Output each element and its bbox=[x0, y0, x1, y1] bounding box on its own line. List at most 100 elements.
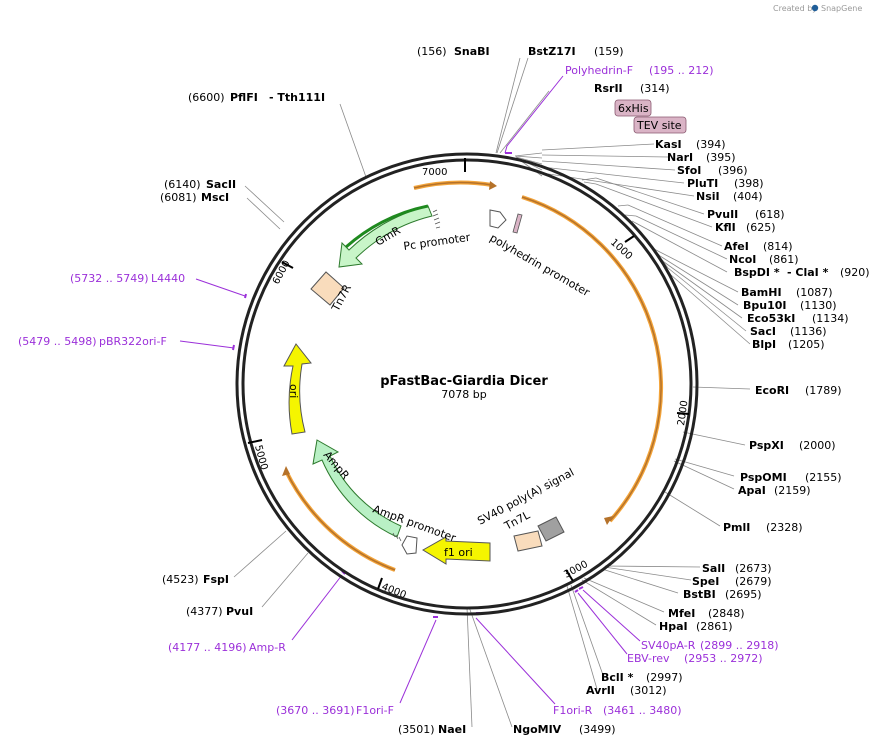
gmr-arrow bbox=[338, 205, 433, 268]
tick-mark-2000 bbox=[676, 412, 690, 415]
fspi-name: FspI bbox=[203, 573, 229, 586]
ori-label: ori bbox=[287, 384, 300, 398]
avrii-name: AvrII bbox=[586, 684, 615, 697]
ngomiv-pos: (3499) bbox=[579, 723, 616, 736]
tick-mark-5000 bbox=[247, 439, 263, 444]
sfoi-name: SfoI bbox=[677, 164, 701, 177]
tick-label-2000: 2000 bbox=[676, 400, 690, 427]
polyhedrin-promoter-arrow bbox=[489, 209, 507, 229]
sacii-name: SacII bbox=[206, 178, 236, 191]
blpi-name: BlpI bbox=[752, 338, 776, 351]
leader-lines bbox=[233, 57, 751, 728]
ebv-rev-pos: (2953 .. 2972) bbox=[684, 652, 763, 665]
plasmid-backbone bbox=[235, 152, 699, 616]
plasmid-size: 7078 bp bbox=[441, 388, 486, 401]
leader-line bbox=[514, 155, 543, 159]
polyhedrin-promoter-label: polyhedrin promoter bbox=[488, 231, 593, 299]
leader-line bbox=[583, 181, 597, 185]
ampr-promoter-arrow bbox=[401, 535, 418, 555]
leader-line bbox=[233, 530, 287, 578]
tev-site-label: TEV site bbox=[636, 119, 682, 132]
l4440-pos: (5732 .. 5749) bbox=[70, 272, 149, 285]
kasi-pos: (394) bbox=[696, 138, 726, 151]
leader-line bbox=[601, 568, 679, 594]
his-tag-label: 6xHis bbox=[618, 102, 649, 115]
leader-line bbox=[496, 57, 529, 154]
bcli-name: BclI * bbox=[601, 671, 634, 684]
nsii-pos: (404) bbox=[733, 190, 763, 203]
mfei-pos: (2848) bbox=[708, 607, 745, 620]
kfli-name: KflI bbox=[715, 221, 736, 234]
primer-marker bbox=[244, 293, 247, 299]
leader-line bbox=[627, 204, 723, 247]
f1ori-f-name: F1ori-F bbox=[356, 704, 394, 717]
primer-marker bbox=[578, 586, 584, 590]
leader-line bbox=[581, 177, 597, 181]
leader-line bbox=[595, 183, 713, 228]
sv40-box bbox=[537, 516, 565, 542]
clai-name: - ClaI * bbox=[787, 266, 829, 279]
orf-band-main bbox=[521, 195, 664, 523]
orf-band-ampr-line bbox=[285, 470, 396, 571]
site-labels: (156) SnaBI BstZ17I (159) Polyhedrin-F (… bbox=[18, 45, 870, 736]
leader-line bbox=[566, 585, 598, 690]
primer-marker bbox=[574, 589, 579, 593]
tev-site-box bbox=[633, 116, 687, 134]
plasmid-name: pFastBac-Giardia Dicer bbox=[380, 374, 548, 389]
bspdi-pos: (920) bbox=[840, 266, 870, 279]
leader-line bbox=[624, 214, 637, 217]
leader-line bbox=[581, 579, 657, 626]
leader-line bbox=[570, 584, 604, 676]
afei-pos: (814) bbox=[763, 240, 793, 253]
primer-leader-line bbox=[399, 619, 437, 704]
leader-line bbox=[244, 185, 285, 223]
pluti-name: PluTI bbox=[687, 177, 718, 190]
snabi-pos: (156) bbox=[417, 45, 447, 58]
pvuii-pos: (618) bbox=[755, 208, 785, 221]
bstbi-name: BstBI bbox=[683, 588, 716, 601]
sfoi-pos: (396) bbox=[718, 164, 748, 177]
leader-line bbox=[692, 386, 751, 390]
ori-arrow bbox=[283, 343, 312, 435]
hpai-pos: (2861) bbox=[696, 620, 733, 633]
leader-line bbox=[667, 267, 747, 332]
pspxi-name: PspXI bbox=[749, 439, 784, 452]
nari-pos: (395) bbox=[706, 151, 736, 164]
leader-line bbox=[663, 261, 743, 319]
gmr-arrow-edge bbox=[345, 204, 429, 249]
bstbi-pos: (2695) bbox=[725, 588, 762, 601]
orf-arrowhead-top bbox=[489, 181, 497, 190]
leader-line bbox=[635, 215, 728, 260]
naei-pos: (3501) bbox=[398, 723, 435, 736]
tick-label-7000: 7000 bbox=[422, 167, 447, 178]
ncoi-name: NcoI bbox=[729, 253, 756, 266]
his-tag-box bbox=[614, 99, 652, 117]
backbone-outer-ring bbox=[235, 152, 699, 616]
nsii-name: NsiI bbox=[696, 190, 720, 203]
tn7l-box bbox=[513, 530, 543, 552]
bcli-pos: (2997) bbox=[646, 671, 683, 684]
pmli-name: PmlI bbox=[723, 521, 750, 534]
features bbox=[283, 204, 565, 565]
bspdi-name: BspDI * bbox=[734, 266, 780, 279]
backbone-inner-ring bbox=[241, 158, 693, 610]
leader-line bbox=[617, 204, 629, 207]
polyhedrin-f-pos: (195 .. 212) bbox=[649, 64, 714, 77]
sv40pa-r-name: SV40pA-R bbox=[641, 639, 696, 652]
pflfi-pos: (6600) bbox=[188, 91, 225, 104]
his-tev-marker bbox=[512, 213, 523, 234]
pflfi-name: PflFI bbox=[230, 91, 258, 104]
primer-leader-line bbox=[577, 592, 628, 655]
leader-line bbox=[261, 552, 309, 608]
leader-line bbox=[514, 152, 543, 157]
primer-leader-line bbox=[582, 589, 641, 642]
eco53ki-pos: (1134) bbox=[812, 312, 849, 325]
kasi-name: KasI bbox=[655, 138, 682, 151]
rsrii-pos: (314) bbox=[640, 82, 670, 95]
orf-arrowhead-ampr bbox=[282, 466, 290, 476]
fspi-pos: (4523) bbox=[162, 573, 199, 586]
leader-line bbox=[655, 249, 739, 293]
eco53ki-name: Eco53kI bbox=[747, 312, 795, 325]
orf-bands bbox=[282, 180, 664, 572]
